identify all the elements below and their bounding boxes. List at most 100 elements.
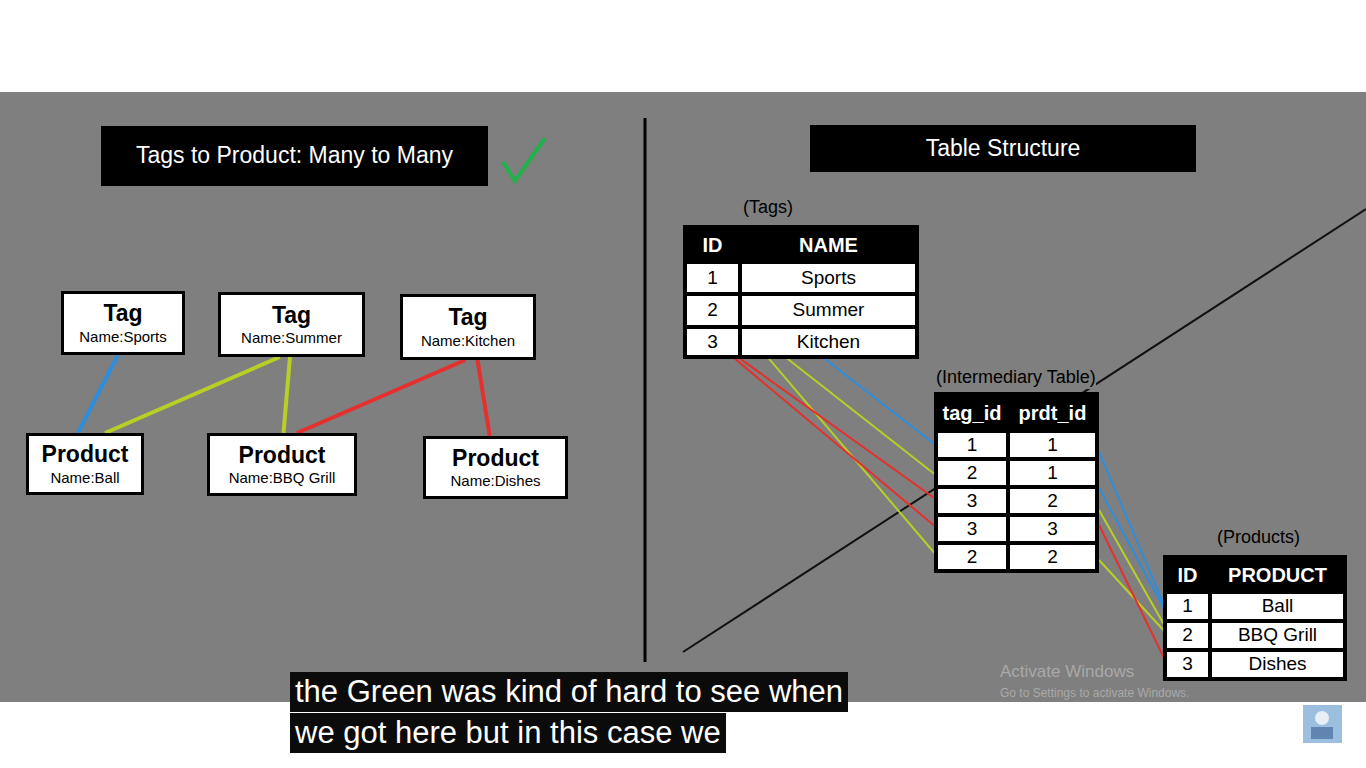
product-box: ProductName:Dishes: [423, 436, 568, 499]
column-header: ID: [1178, 564, 1198, 586]
table-header-cell: NAME: [740, 227, 917, 262]
table-cell: Summer: [740, 294, 917, 327]
cell-value: 1: [707, 268, 718, 289]
cell-value: Dishes: [1248, 654, 1306, 675]
table-cell: Kitchen: [740, 327, 917, 357]
node-text: Name:Summer: [241, 329, 342, 347]
node-text: Name:Sports: [79, 328, 167, 346]
cell-value: 3: [1182, 654, 1193, 675]
cell-value: BBQ Grill: [1238, 625, 1317, 646]
link-line: [728, 353, 937, 528]
tag-box: TagName:Summer: [218, 292, 365, 357]
table-header-cell: tag_id: [936, 394, 1008, 431]
node-heading: Tag: [448, 304, 487, 332]
table-cell: 1: [936, 431, 1008, 459]
table-header-cell: ID: [685, 227, 740, 262]
node-heading: Tag: [272, 302, 311, 330]
connector-line: [78, 355, 118, 433]
cell-value: 1: [1047, 435, 1058, 456]
cell-value: 1: [967, 435, 978, 456]
tag-box: TagName:Kitchen: [400, 294, 536, 360]
table-cell: 2: [936, 459, 1008, 487]
table-cell: 2: [936, 543, 1008, 571]
title-box: Table Structure: [810, 125, 1196, 172]
avatar-figure: [1315, 711, 1329, 725]
node-heading: Tags to Product: Many to Many: [136, 142, 453, 170]
cell-value: 2: [1047, 491, 1058, 512]
connector-line: [478, 360, 490, 436]
node-text: Name:BBQ Grill: [229, 469, 336, 487]
divider-line: [644, 118, 647, 662]
table-cell: 2: [1008, 487, 1097, 515]
table-cell: 2: [1165, 621, 1210, 650]
node-heading: Table Structure: [926, 135, 1081, 163]
cell-value: 1: [1182, 596, 1193, 617]
table-cell: 1: [685, 262, 740, 294]
cell-value: Sports: [801, 268, 856, 289]
table-cell: Dishes: [1210, 650, 1345, 679]
table-cell: 1: [1008, 431, 1097, 459]
table-cell: Sports: [740, 262, 917, 294]
check-mark: [503, 138, 545, 181]
link-line: [733, 316, 937, 476]
watermark: Go to Settings to activate Windows.: [1000, 686, 1189, 700]
cell-value: 3: [967, 519, 978, 540]
table-cell: 2: [1008, 543, 1097, 571]
table-cell: BBQ Grill: [1210, 621, 1345, 650]
table-cell: 1: [1008, 459, 1097, 487]
node-heading: Product: [239, 442, 326, 470]
connector-line: [297, 360, 465, 433]
node-heading: Product: [452, 445, 539, 473]
node-text: Name:Kitchen: [421, 332, 515, 350]
cell-value: 3: [1047, 519, 1058, 540]
column-header: NAME: [799, 234, 858, 256]
table-cell: 3: [1165, 650, 1210, 679]
table-header-cell: ID: [1165, 557, 1210, 592]
table-cell: 3: [685, 327, 740, 357]
cell-value: 2: [1047, 547, 1058, 568]
cell-value: Summer: [793, 300, 865, 321]
cell-value: 2: [967, 463, 978, 484]
cell-value: 2: [967, 547, 978, 568]
title-box: Tags to Product: Many to Many: [101, 126, 488, 186]
link-line: [735, 289, 937, 446]
column-header: prdt_id: [1019, 402, 1087, 424]
product-box: ProductName:Ball: [26, 433, 144, 495]
avatar-thumbnail: [1303, 705, 1342, 743]
column-header: ID: [703, 234, 723, 256]
cell-value: Kitchen: [797, 332, 860, 353]
link-line: [1099, 560, 1167, 634]
cell-value: 1: [1047, 463, 1058, 484]
link-line: [728, 350, 937, 500]
tag-box: TagName:Sports: [61, 291, 185, 355]
subtitle-line: the Green was kind of hard to see when: [290, 672, 848, 712]
column-header: PRODUCT: [1228, 564, 1327, 586]
cell-value: 3: [707, 332, 718, 353]
table-caption: (Tags): [743, 197, 793, 219]
connector-line: [284, 357, 291, 433]
table-cell: 3: [1008, 515, 1097, 543]
connector-line: [105, 357, 280, 433]
table-header-cell: PRODUCT: [1210, 557, 1345, 592]
watermark: Activate Windows: [1000, 662, 1134, 682]
node-heading: Tag: [103, 300, 142, 328]
table-cell: 3: [936, 515, 1008, 543]
cell-value: 2: [1182, 625, 1193, 646]
node-heading: Product: [42, 441, 129, 469]
table-cell: 1: [1165, 592, 1210, 621]
cell-value: 2: [707, 300, 718, 321]
table-header-cell: prdt_id: [1008, 394, 1097, 431]
table-cell: 3: [936, 487, 1008, 515]
product-box: ProductName:BBQ Grill: [207, 433, 357, 496]
node-text: Name:Ball: [50, 469, 119, 487]
table-cell: Ball: [1210, 592, 1345, 621]
cell-value: Ball: [1262, 596, 1294, 617]
cell-value: 3: [967, 491, 978, 512]
avatar-figure: [1311, 727, 1333, 739]
diagonal-line: [683, 209, 1366, 652]
link-line: [1099, 525, 1167, 664]
node-text: Name:Dishes: [450, 472, 540, 490]
